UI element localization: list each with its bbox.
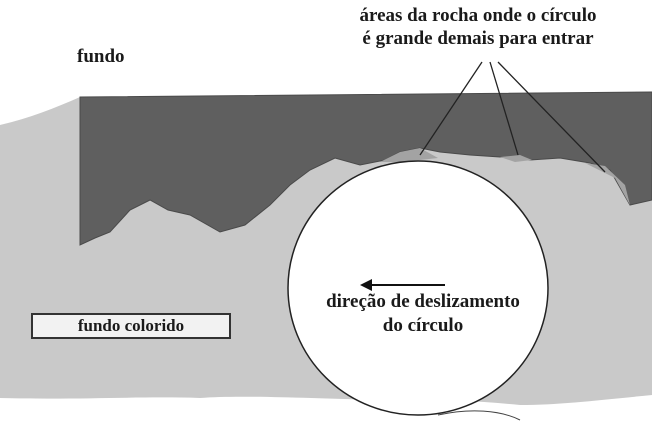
background-label: fundo [77,46,125,67]
lower-circle-arc [437,410,521,421]
gap-region-right [585,163,630,205]
slide-direction-label-line1: direção de deslizamento [326,291,520,312]
slide-direction-label-line2: do círculo [382,315,464,336]
slide-direction-label: direção de deslizamento do círculo [292,290,554,338]
rock-areas-label-line1: áreas da rocha onde o círculo [359,5,597,26]
colored-background-label: fundo colorido [31,313,231,339]
pointer-line-right [497,61,606,173]
gap-region-left [380,148,438,162]
sliding-circle [287,160,549,416]
gap-region-middle [500,155,532,162]
rock-areas-label: áreas da rocha onde o círculo é grande d… [308,4,648,50]
pointer-line-left [419,61,483,156]
pointer-line-middle [489,61,519,156]
slide-direction-arrowhead [360,279,372,291]
rock-areas-label-line2: é grande demais para entrar [362,28,594,49]
